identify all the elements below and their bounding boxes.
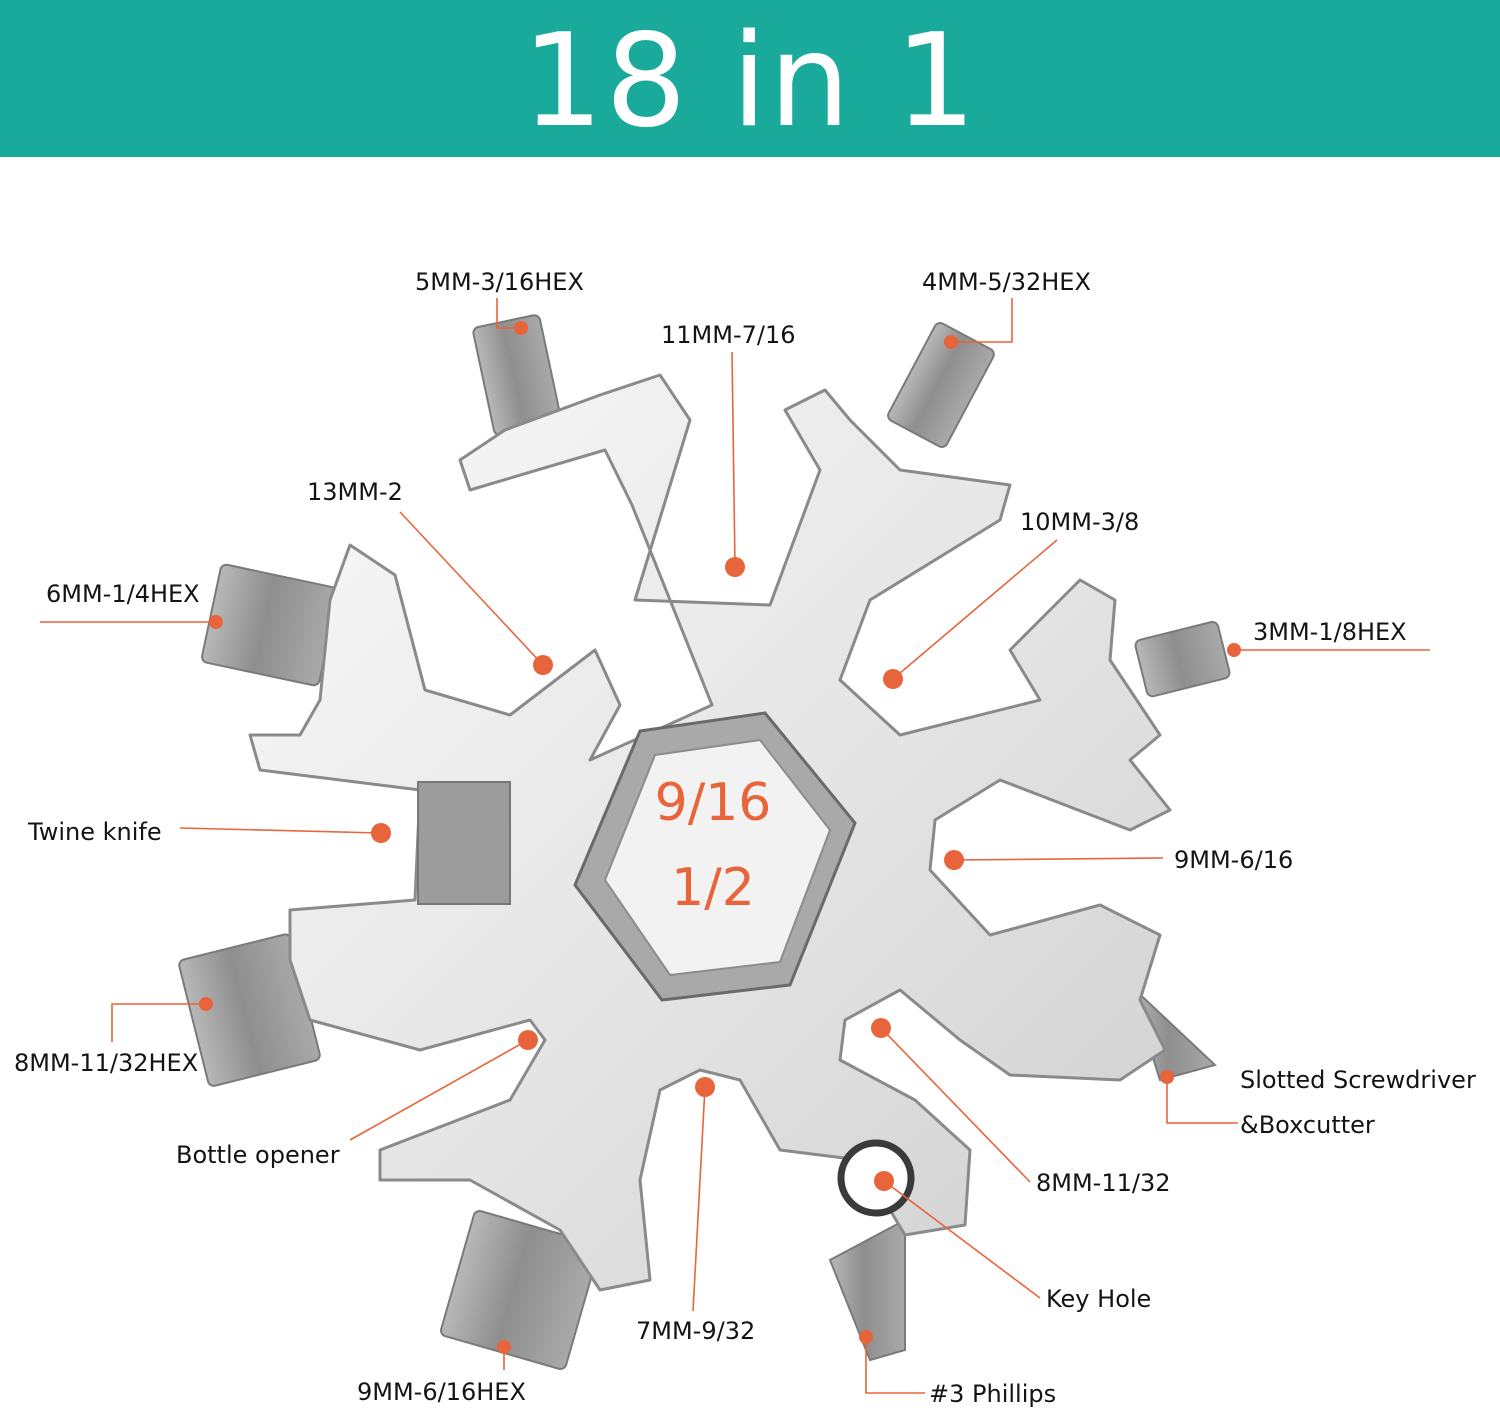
hex-bits [178, 314, 1231, 1370]
bit-4mm-hex [887, 322, 995, 448]
dot-9mm [944, 850, 964, 870]
label-8mm: 8MM-11/32 [1036, 1169, 1171, 1197]
dot-9mm-hex [497, 1340, 511, 1354]
dot-5mm-hex [514, 321, 528, 335]
label-key-hole: Key Hole [1046, 1285, 1151, 1313]
label-3mm-hex: 3MM-1/8HEX [1253, 618, 1407, 646]
dot-10mm [883, 669, 903, 689]
label-twine-knife: Twine knife [27, 818, 162, 846]
dot-3mm-hex [1227, 643, 1241, 657]
dot-7mm [695, 1077, 715, 1097]
leader-lines [40, 298, 1430, 1394]
title-banner: 18 in 1 [0, 0, 1500, 157]
label-9mm: 9MM-6/16 [1174, 846, 1293, 874]
label-slotted-line2: &Boxcutter [1240, 1111, 1375, 1139]
dot-twine-knife [371, 823, 391, 843]
label-10mm: 10MM-3/8 [1020, 508, 1139, 536]
center-label-9-16: 9/16 [655, 773, 772, 833]
dot-8mm-hex [199, 997, 213, 1011]
label-6mm-hex: 6MM-1/4HEX [46, 580, 200, 608]
center-label-1-2: 1/2 [671, 858, 755, 918]
banner-title: 18 in 1 [521, 6, 979, 156]
label-phillips: #3 Phillips [929, 1380, 1056, 1408]
dot-13mm [533, 655, 553, 675]
dot-phillips [859, 1330, 873, 1344]
dot-key-hole [874, 1171, 894, 1191]
callout-labels: 5MM-3/16HEX 4MM-5/32HEX 11MM-7/16 13MM-2… [14, 268, 1476, 1408]
label-slotted-line1: Slotted Screwdriver [1240, 1066, 1476, 1094]
dot-8mm [871, 1018, 891, 1038]
dot-bottle-opener [518, 1030, 538, 1050]
center-hex-socket: 9/16 1/2 [573, 711, 857, 1002]
dot-4mm-hex [944, 335, 958, 349]
dot-slotted [1160, 1070, 1174, 1084]
dot-6mm-hex [209, 615, 223, 629]
label-bottle-opener: Bottle opener [176, 1141, 340, 1169]
label-5mm-hex: 5MM-3/16HEX [415, 268, 584, 296]
dot-11mm [725, 557, 745, 577]
twine-knife-slot [417, 781, 511, 905]
label-7mm: 7MM-9/32 [636, 1317, 755, 1345]
label-9mm-hex: 9MM-6/16HEX [357, 1378, 526, 1406]
label-4mm-hex: 4MM-5/32HEX [922, 268, 1091, 296]
label-8mm-hex: 8MM-11/32HEX [14, 1049, 198, 1077]
phillips-tip [828, 1218, 906, 1362]
label-11mm: 11MM-7/16 [661, 321, 796, 349]
label-13mm: 13MM-2 [307, 478, 403, 506]
callout-dots [199, 321, 1241, 1354]
bit-3mm-hex [1134, 620, 1231, 698]
